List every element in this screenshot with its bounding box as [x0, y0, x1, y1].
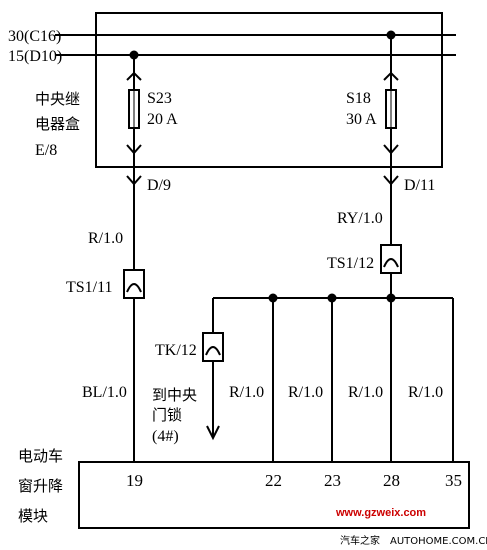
d11-connector-icon	[383, 175, 399, 186]
splice-ts1-12-label: TS1/12	[327, 255, 374, 272]
s18-top-connector-icon	[383, 71, 399, 81]
fuse-s18-rating: 30 A	[346, 111, 377, 128]
connector-d9-label: D/9	[147, 177, 171, 194]
splice-tk-12-label: TK/12	[155, 342, 197, 359]
splice-ts1-11-label: TS1/11	[66, 279, 113, 296]
module-pin-22: 22	[265, 471, 282, 490]
relay-box-name-line1: 中央继	[35, 90, 80, 108]
wire-branch-22-label: R/1.0	[229, 384, 264, 401]
module-name-line3: 模块	[18, 507, 48, 525]
module-pin-19: 19	[126, 471, 143, 490]
watermark-text: www.gzweix.com	[335, 507, 426, 519]
d9-connector-icon	[126, 175, 142, 186]
splice-tk-12-arc	[205, 346, 221, 356]
module-pin-23: 23	[324, 471, 341, 490]
central-lock-line3: (4#)	[152, 428, 179, 445]
module-outline	[78, 461, 470, 529]
s23-top-connector-icon	[126, 71, 142, 81]
module-name-line2: 窗升降	[18, 477, 63, 495]
down-arrow-icon	[206, 425, 220, 441]
wire-branch-35-label: R/1.0	[408, 384, 443, 401]
relay-box-outline	[95, 12, 443, 168]
splice-ts1-11-arc	[126, 283, 142, 293]
central-lock-line2: 门锁	[152, 406, 182, 424]
fuse-s18-name: S18	[346, 90, 371, 107]
wire-left-upper-label: R/1.0	[88, 230, 123, 247]
wire-right-upper-label: RY/1.0	[337, 210, 383, 227]
relay-box-name-line2: 电器盒	[35, 115, 80, 133]
fuse-s23-name: S23	[147, 90, 172, 107]
splice-ts1-12-arc	[383, 258, 399, 268]
wire-branch-23-label: R/1.0	[288, 384, 323, 401]
footer-site-url: AUTOHOME.COM.CN	[390, 536, 487, 547]
wire-left-lower-label: BL/1.0	[82, 384, 127, 401]
module-name-line1: 电动车	[18, 447, 63, 465]
central-lock-line1: 到中央	[152, 386, 197, 404]
fuse-s23-rating: 20 A	[147, 111, 178, 128]
wire-branch-28-label: R/1.0	[348, 384, 383, 401]
footer-site-name: 汽车之家	[340, 534, 380, 547]
connector-d11-label: D/11	[404, 177, 435, 194]
module-pin-35: 35	[445, 471, 462, 490]
rail-30-label: 30(C16)	[8, 28, 61, 45]
relay-box-name-line3: E/8	[35, 142, 57, 159]
rail-15-label: 15(D10)	[8, 48, 62, 65]
module-pin-28: 28	[383, 471, 400, 490]
